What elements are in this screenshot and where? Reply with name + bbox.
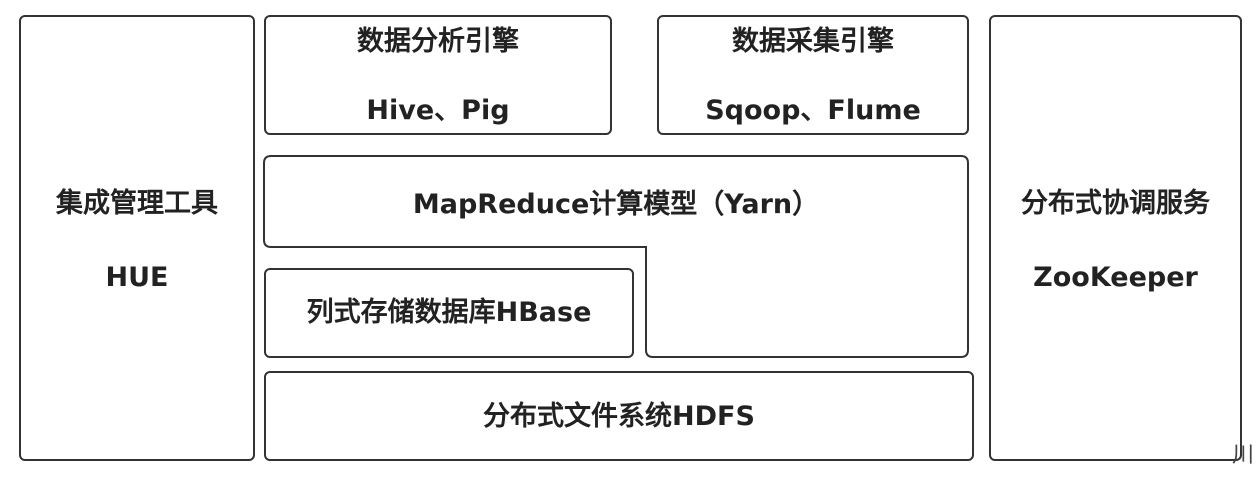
hbase-title: 列式存储数据库HBase bbox=[306, 297, 592, 328]
hue-box: 集成管理工具 HUE bbox=[19, 15, 255, 461]
zookeeper-title: 分布式协调服务 bbox=[1021, 188, 1210, 219]
analysis-engine-title: 数据分析引擎 bbox=[357, 26, 519, 57]
collection-engine-title: 数据采集引擎 bbox=[732, 26, 894, 57]
collection-engine-subtitle: Sqoop、Flume bbox=[705, 95, 921, 126]
zookeeper-box: 分布式协调服务 ZooKeeper bbox=[989, 15, 1242, 461]
analysis-engine-box: 数据分析引擎 Hive、Pig bbox=[264, 15, 612, 135]
hdfs-title: 分布式文件系统HDFS bbox=[483, 401, 755, 432]
hbase-box: 列式存储数据库HBase bbox=[264, 268, 634, 358]
analysis-engine-subtitle: Hive、Pig bbox=[366, 95, 510, 126]
zookeeper-subtitle: ZooKeeper bbox=[1033, 262, 1198, 293]
hue-subtitle: HUE bbox=[105, 262, 169, 293]
hdfs-box: 分布式文件系统HDFS bbox=[264, 371, 974, 461]
edge-text: 川 bbox=[1231, 443, 1254, 468]
collection-engine-box: 数据采集引擎 Sqoop、Flume bbox=[657, 15, 969, 135]
hue-title: 集成管理工具 bbox=[56, 188, 218, 219]
mapreduce-title: MapReduce计算模型（Yarn） bbox=[412, 189, 820, 220]
